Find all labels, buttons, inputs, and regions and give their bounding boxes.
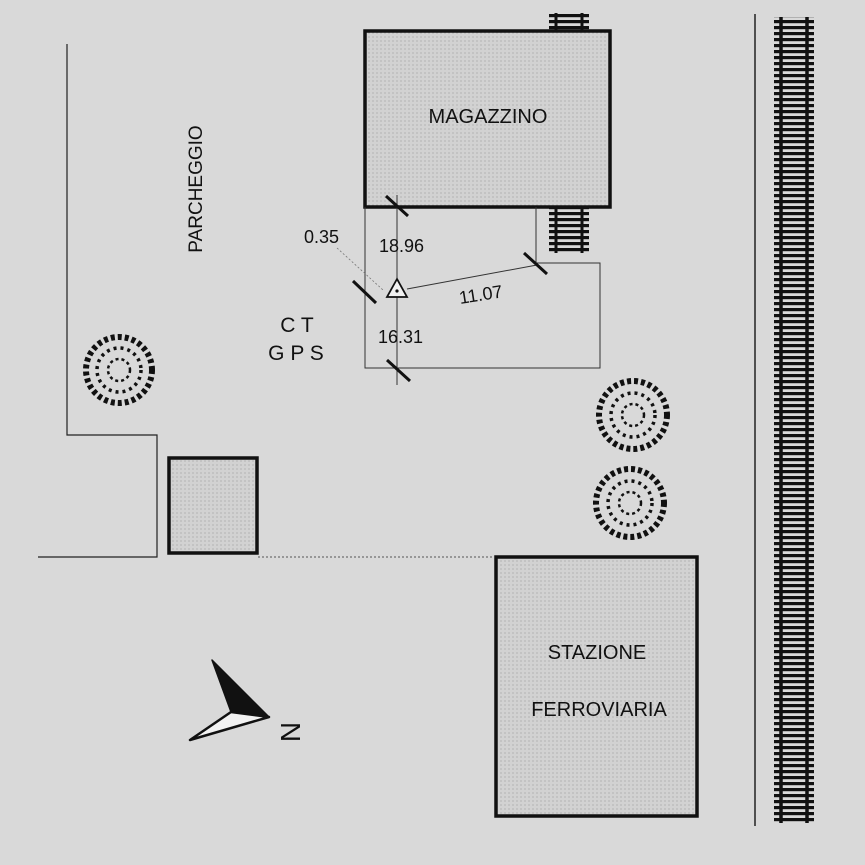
railway-station-building	[494, 555, 699, 818]
small-building	[167, 456, 259, 555]
tick-mark-top	[384, 194, 410, 218]
tree-icon	[593, 466, 667, 540]
measurement-to-south: 16.31	[378, 327, 423, 347]
tick-mark-right	[522, 251, 549, 276]
station-label-line1: STAZIONE	[548, 642, 647, 664]
tick-mark-bottom	[385, 358, 412, 383]
gps-label: G P S	[268, 342, 324, 365]
spur-track-bottom-icon	[549, 207, 589, 253]
warehouse-label: MAGAZZINO	[429, 106, 548, 128]
warehouse-building	[363, 29, 612, 209]
parking-label: PARCHEGGIO	[186, 125, 207, 252]
measurement-to-warehouse: 18.96	[379, 236, 424, 256]
north-label: N	[275, 722, 306, 742]
spur-track-top-icon	[549, 13, 589, 31]
main-railway-track-icon	[774, 17, 814, 823]
tree-icon	[83, 334, 155, 406]
tree-icon	[596, 378, 670, 452]
ct-label: C T	[280, 314, 314, 337]
survey-outline	[364, 207, 601, 369]
measurement-offset: 0.35	[304, 227, 339, 247]
survey-line-diagonal	[406, 264, 538, 290]
tick-mark-left	[351, 279, 378, 305]
parking-boundary	[38, 44, 158, 558]
triangle-survey-point-icon	[385, 277, 409, 298]
station-label-line2: FERROVIARIA	[531, 699, 667, 721]
north-arrow-icon	[188, 659, 271, 742]
